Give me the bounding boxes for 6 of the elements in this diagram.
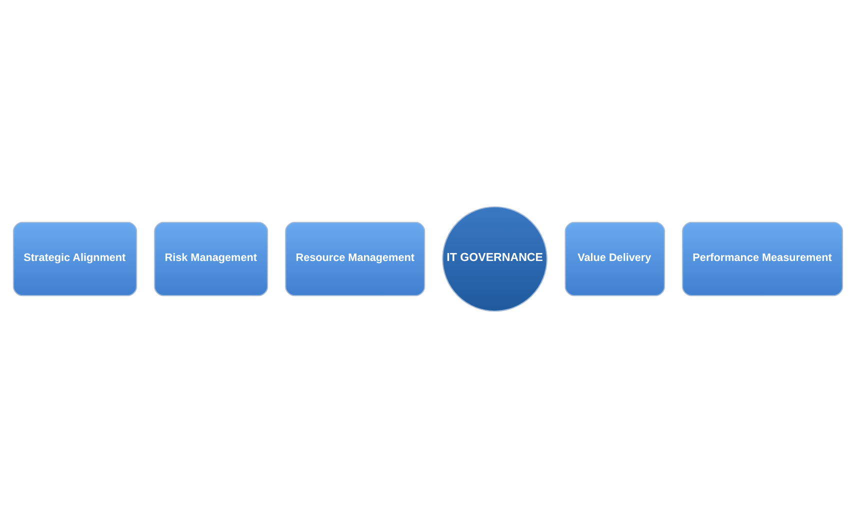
node-box: Value Delivery	[564, 222, 665, 296]
node-box: Performance Measurement	[682, 222, 844, 296]
node-box: Risk Management	[154, 222, 268, 296]
node-box: Strategic Alignment	[12, 222, 138, 296]
node-box: Resource Management	[285, 222, 426, 296]
node-circle: IT GOVERNANCE	[442, 206, 548, 312]
